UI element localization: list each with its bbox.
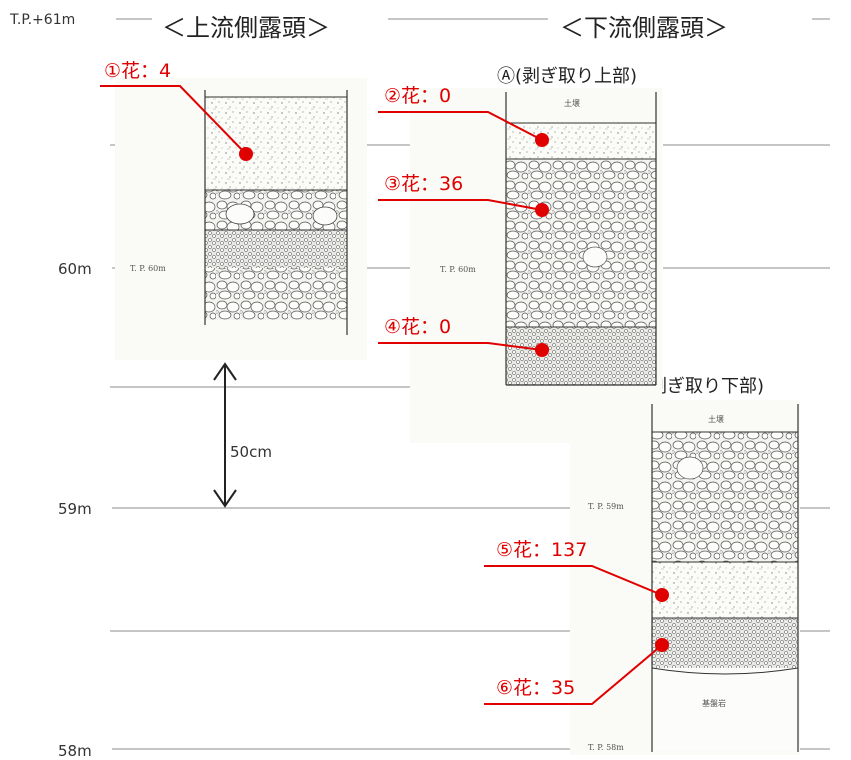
sample-annotation: ③花：36 xyxy=(378,173,549,217)
sample-label: ②花：0 xyxy=(384,85,451,107)
sample-label: ⑥花：35 xyxy=(496,677,575,699)
cobble xyxy=(582,246,608,268)
fine-gravel-layer xyxy=(506,327,656,385)
upstream-column-log: T. P. 60m xyxy=(115,78,367,360)
cobble xyxy=(676,456,704,480)
gravel-layer xyxy=(205,268,347,320)
upstream-outcrop-title: ＜上流側露頭＞ xyxy=(162,14,330,42)
fine-gravel-layer xyxy=(205,230,347,268)
sample-label: ③花：36 xyxy=(384,173,463,195)
section-a-title: Ⓐ(剥ぎ取り上部) xyxy=(497,66,637,87)
layer-boundary xyxy=(651,667,799,675)
cobble xyxy=(312,206,338,226)
downstream-outcrop-title: ＜下流側露頭＞ xyxy=(560,14,728,42)
bedrock-layer xyxy=(652,668,798,750)
gravel-layer xyxy=(652,432,798,562)
elevation-label-59m: 59m xyxy=(58,500,92,518)
gravel-layer xyxy=(506,159,656,327)
log-bedrock-label: 基盤岩 xyxy=(702,698,726,708)
log-tp-label: T. P. 58m xyxy=(588,743,624,752)
elevation-label-60m: 60m xyxy=(58,260,92,278)
sand-layer xyxy=(652,562,798,618)
log-tp-label: T. P. 59m xyxy=(588,502,624,511)
sample-annotation: ①花：4 xyxy=(100,60,253,161)
section-c-column-log: 土壌 T. P. 59m 基盤岩 T. P. 58m xyxy=(570,400,800,755)
elevation-label-58m: 58m xyxy=(58,742,92,760)
sample-annotation: ⑤花：137 xyxy=(484,539,669,602)
fine-gravel-layer xyxy=(652,618,798,668)
log-tp-label: T. P. 60m xyxy=(130,264,166,273)
sample-label: ①花：4 xyxy=(104,60,171,82)
sand-layer xyxy=(506,123,656,159)
elevation-label-top: T.P.+61m xyxy=(9,12,75,28)
log-soil-label: 土壌 xyxy=(708,414,724,424)
scale-label: 50cm xyxy=(230,443,272,461)
sample-annotation: ②花：0 xyxy=(378,85,549,147)
sand-layer xyxy=(205,97,347,190)
sample-annotation: ⑥花：35 xyxy=(484,638,669,705)
sample-label: ④花：0 xyxy=(384,316,451,338)
sample-annotation: ④花：0 xyxy=(378,316,549,357)
cobble xyxy=(225,203,255,225)
sample-label: ⑤花：137 xyxy=(496,539,587,561)
log-soil-label: 土壌 xyxy=(564,98,580,108)
scale-arrow xyxy=(213,362,237,508)
section-a-column-log: 土壌 T. P. 60m xyxy=(410,88,662,443)
log-tp-label: T. P. 60m xyxy=(440,265,476,274)
